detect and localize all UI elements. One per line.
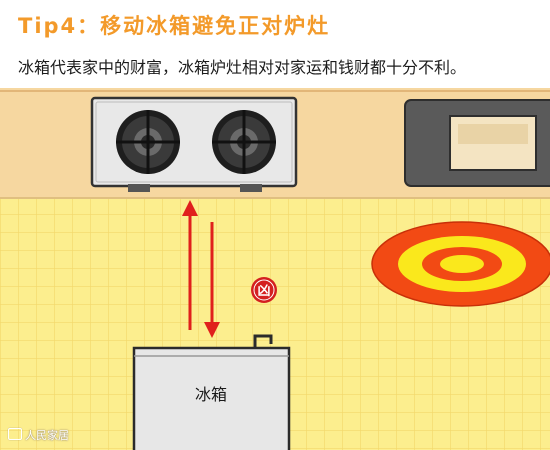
tip-subtitle: 冰箱代表家中的财富，冰箱炉灶相对对家运和钱财都十分不利。 <box>18 58 467 77</box>
gas-stove <box>90 96 298 192</box>
sink-counter <box>404 99 550 187</box>
oval-rug <box>371 221 550 307</box>
fridge-label: 冰箱 <box>195 385 227 404</box>
header: Tip4：移动冰箱避免正对炉灶 冰箱代表家中的财富，冰箱炉灶相对对家运和钱财都十… <box>0 0 550 88</box>
watermark: 人民家居 <box>8 427 69 443</box>
facing-arrows <box>182 200 220 338</box>
warning-glyph: 凶 <box>257 284 270 299</box>
watermark-text: 人民家居 <box>25 429 69 442</box>
tip-title: Tip4：移动冰箱避免正对炉灶 <box>18 14 331 38</box>
warning-badge: 凶 <box>251 277 277 303</box>
stove-burner-left <box>116 110 180 174</box>
camera-icon <box>8 428 22 440</box>
stove-burner-right <box>212 110 276 174</box>
kitchen-illustration: 凶 冰箱 <box>0 88 550 450</box>
refrigerator: 冰箱 <box>132 334 291 450</box>
